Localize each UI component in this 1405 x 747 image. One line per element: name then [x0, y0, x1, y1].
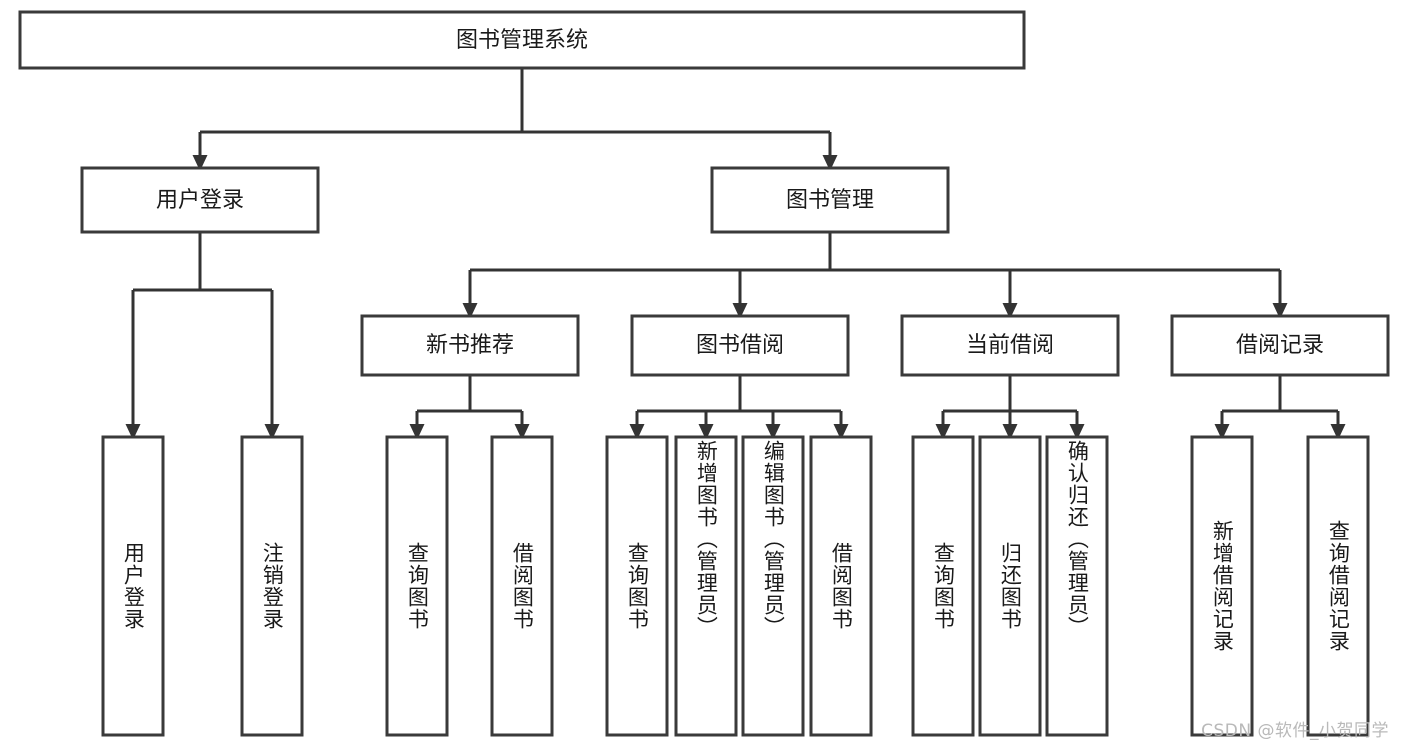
node-root-label: 图书管理系统	[456, 28, 588, 53]
connector-group-borrow-record	[1214, 375, 1346, 440]
leaf-user-login-login[interactable]: 用户登录	[101, 435, 165, 737]
connector-group-new-book-recommend	[409, 375, 530, 440]
connector-group-book-management	[462, 232, 1288, 319]
leaf-borrow-add-book[interactable]: 新增图书（管理员）	[674, 435, 738, 737]
node-new-book-recommend[interactable]: 新书推荐	[360, 314, 580, 377]
leaf-borrow-query-book[interactable]: 查询图书	[605, 435, 669, 737]
leaf-record-query-record-label: 查询借阅记录	[1326, 520, 1351, 652]
leaf-record-add-record-label: 新增借阅记录	[1210, 520, 1235, 652]
leaf-current-query-book-label: 查询图书	[931, 542, 956, 630]
leaf-record-add-record[interactable]: 新增借阅记录	[1190, 435, 1254, 737]
leaf-user-login-logout-label: 注销登录	[260, 542, 285, 630]
node-book-borrow-label: 图书借阅	[696, 333, 784, 358]
leaf-current-confirm-return[interactable]: 确认归还（管理员）	[1045, 435, 1109, 737]
leaf-borrow-add-book-label: 新增图书（管理员）	[694, 440, 719, 638]
leaf-record-query-record[interactable]: 查询借阅记录	[1306, 435, 1370, 737]
node-new-book-recommend-label: 新书推荐	[426, 333, 514, 358]
node-book-management[interactable]: 图书管理	[710, 166, 950, 234]
leaf-borrow-edit-book[interactable]: 编辑图书（管理员）	[741, 435, 805, 737]
node-user-login[interactable]: 用户登录	[80, 166, 320, 234]
node-book-management-label: 图书管理	[786, 188, 874, 213]
node-borrow-record-label: 借阅记录	[1236, 333, 1324, 358]
leaf-borrow-borrow-book-label: 借阅图书	[829, 542, 854, 630]
node-current-borrow[interactable]: 当前借阅	[900, 314, 1120, 377]
connector-group-root	[192, 68, 838, 171]
leaf-borrow-borrow-book[interactable]: 借阅图书	[809, 435, 873, 737]
leaf-current-return-book-label: 归还图书	[998, 542, 1023, 630]
node-borrow-record[interactable]: 借阅记录	[1170, 314, 1390, 377]
leaf-current-confirm-return-label: 确认归还（管理员）	[1065, 440, 1090, 638]
connector-group-current-borrow	[935, 375, 1085, 440]
node-book-borrow[interactable]: 图书借阅	[630, 314, 850, 377]
connector-group-user-login	[125, 232, 280, 440]
leaf-current-return-book[interactable]: 归还图书	[978, 435, 1042, 737]
leaf-borrow-query-book-label: 查询图书	[625, 542, 650, 630]
leaf-recommend-query-book[interactable]: 查询图书	[385, 435, 449, 737]
node-root-system[interactable]: 图书管理系统	[18, 10, 1026, 70]
node-user-login-label: 用户登录	[156, 188, 244, 213]
connector-group-book-borrow	[629, 375, 849, 440]
leaf-recommend-query-book-label: 查询图书	[405, 542, 430, 630]
leaf-user-login-logout[interactable]: 注销登录	[240, 435, 304, 737]
leaf-recommend-borrow-book[interactable]: 借阅图书	[490, 435, 554, 737]
node-current-borrow-label: 当前借阅	[966, 333, 1054, 358]
leaf-borrow-edit-book-label: 编辑图书（管理员）	[761, 440, 786, 638]
leaf-user-login-login-label: 用户登录	[121, 542, 146, 630]
leaf-current-query-book[interactable]: 查询图书	[911, 435, 975, 737]
leaf-recommend-borrow-book-label: 借阅图书	[510, 542, 535, 630]
